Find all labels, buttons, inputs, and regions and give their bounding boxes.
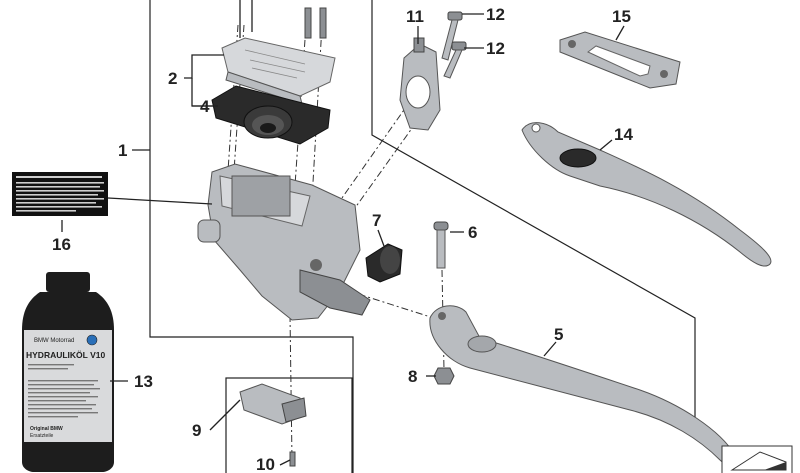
- part-clamp-bolt-upper[interactable]: [441, 11, 463, 61]
- part-pivot-bolt[interactable]: [433, 221, 449, 269]
- callout-16: 16: [52, 235, 71, 254]
- callout-8: 8: [408, 367, 417, 386]
- assembly-frame: [149, 0, 696, 473]
- bmw-logo-icon: [86, 334, 98, 346]
- callout-numbers: 1 2 4 16 13 11 12 12 15 14 6 7 5 8 9 10: [52, 5, 633, 473]
- part-brake-lever[interactable]: [429, 305, 737, 466]
- bottle-footer-1: Original BMW: [30, 426, 63, 432]
- corner-symbol-icon: [721, 445, 793, 473]
- part-brake-switch[interactable]: [239, 383, 307, 425]
- bottle-brand: BMW Motorrad: [34, 338, 74, 344]
- callout-12-lower: 12: [486, 39, 505, 58]
- callout-7: 7: [372, 211, 381, 230]
- part-master-cylinder[interactable]: [197, 163, 371, 321]
- callout-leaders: [61, 13, 625, 466]
- part-alternate-lever[interactable]: [521, 122, 772, 267]
- part-cover-plate[interactable]: [559, 31, 681, 89]
- part-clamp-bolt-lower[interactable]: [443, 41, 467, 79]
- part-warning-label[interactable]: [12, 172, 108, 216]
- callout-9: 9: [192, 421, 201, 440]
- part-diaphragm[interactable]: [211, 85, 331, 145]
- part-hydraulic-oil-bottle[interactable]: BMW Motorrad HYDRAULIKÖL V10 Original BM…: [22, 272, 114, 472]
- callout-2: 2: [168, 69, 177, 88]
- bottle-footer-2: Ersatzteile: [30, 433, 54, 439]
- callout-11: 11: [406, 7, 424, 26]
- callout-6: 6: [468, 223, 477, 242]
- callout-10: 10: [256, 455, 275, 473]
- part-switch-screw[interactable]: [289, 451, 296, 467]
- callout-5: 5: [554, 325, 563, 344]
- callout-1: 1: [118, 141, 127, 160]
- part-handlebar-clamp[interactable]: [399, 37, 441, 131]
- bottle-product: HYDRAULIKÖL V10: [26, 350, 105, 360]
- callout-15: 15: [612, 7, 631, 26]
- callout-14: 14: [614, 125, 633, 144]
- part-reservoir-cover[interactable]: [221, 0, 336, 105]
- part-rubber-boot[interactable]: [365, 243, 403, 283]
- callout-4: 4: [200, 97, 210, 116]
- part-nut[interactable]: [433, 367, 455, 385]
- callout-12-upper: 12: [486, 5, 505, 24]
- callout-13: 13: [134, 372, 153, 391]
